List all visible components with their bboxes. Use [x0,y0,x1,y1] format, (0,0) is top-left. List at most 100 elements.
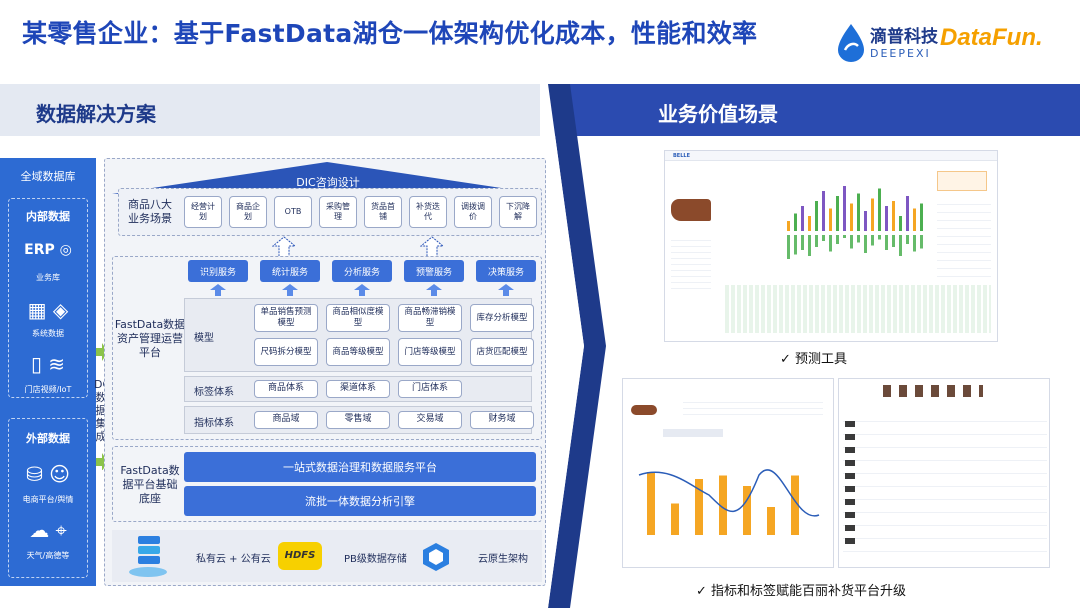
chart-bar [864,211,867,231]
deepexi-en: DEEPEXI [870,47,931,60]
up-arrow-icon [426,284,442,296]
scene-1-text: 预测工具 [795,352,848,367]
base-bar-1: 一站式数据治理和数据服务平台 [184,452,536,482]
chart-bar-neg [801,235,804,250]
tag-label: 标签体系 [194,387,234,398]
index-item: 零售域 [326,411,390,429]
chart-bar-neg [829,235,832,252]
replenish-table-screenshot [838,378,1050,568]
chart-bar [695,479,703,535]
deepexi-cn: 滴普科技 [870,27,938,47]
forecast-tool-screenshot: BELLE [664,150,998,342]
chart-bar [913,208,916,231]
service-button: 统计服务 [260,260,320,282]
chart-bar [794,213,797,231]
sidebar-item-weather: 天气/高德等 [26,551,70,560]
model-item: 单品销售预测模型 [254,304,318,332]
dic-item: 商品企划 [229,196,267,228]
infra-cloud: 私有云 + 公有云 [196,554,271,565]
deepexi-logo: 滴普科技 DEEPEXI [836,20,938,66]
chart-bar [920,203,923,231]
chart-bar [787,221,790,231]
chart-bar [857,193,860,231]
cloud-native-icon [423,543,449,571]
dic-item: 补货迭代 [409,196,447,228]
sidebar-item-biz-db: 业务库 [36,273,60,282]
dic-item: 采购管理 [319,196,357,228]
sidebar-item-iot: 门店视频/IoT [24,385,72,394]
chart-bar [885,206,888,231]
hdfs-icon: HDFS [278,542,322,570]
asset-label: FastData数据资产管理运营平台 [114,318,186,359]
chart-bar [815,201,818,231]
scene-1: ✓ 预测工具 [780,348,847,367]
ecommerce-icon: ⛁ ☺ [26,462,70,486]
chart-bar-neg [899,235,902,256]
chart-bar [892,201,895,231]
up-arrow-icon [354,284,370,296]
chevron-divider [540,84,606,608]
check-icon: ✓ [696,584,707,599]
chart-bar [836,196,839,231]
dic-title: DIC咨询设计 [296,176,360,189]
left-header: 数据解决方案 [0,84,560,136]
base-bar-2: 流批一体数据分析引擎 [184,486,536,516]
external-data-box [8,418,88,578]
service-button: 识别服务 [188,260,248,282]
chart-bar-neg [794,235,797,255]
index-item: 财务域 [470,411,534,429]
chart-bar [767,507,775,535]
datafun-logo: DataFun. [940,24,1043,51]
chart-bar-neg [843,235,846,238]
tag-item: 商品体系 [254,380,318,398]
up-arrow-icon [420,236,444,258]
chart-bar-neg [857,235,860,243]
index-item: 交易域 [398,411,462,429]
chart-bar [808,216,811,231]
chart-bar [791,475,799,535]
chart-bar [899,216,902,231]
up-arrow-icon [272,236,296,258]
sidebar [0,158,96,586]
index-item: 商品域 [254,411,318,429]
chart-bar-neg [836,235,839,244]
dic-item: 下沉降解 [499,196,537,228]
sidebar-item-system: 系统数据 [32,329,64,338]
replenish-chart-screenshot [622,378,834,568]
page-title: 某零售企业：基于FastData湖仓一体架构优化成本，性能和效率 [22,19,758,48]
chart-bar-neg [787,235,790,259]
sidebar-title: 全域数据库 [20,170,76,183]
chart-line [638,469,820,517]
model-label: 模型 [194,333,214,344]
model-item: 商品畅滞销模型 [398,304,462,332]
erp-crm-icon: ERP ◎ [24,242,72,258]
model-item: 门店等级模型 [398,338,462,366]
chart-bar-neg [850,235,853,249]
system-data-icon: ▦ ◈ [27,298,69,322]
chart-bar-neg [878,235,881,240]
chart-bar-neg [892,235,895,247]
model-item: 店货匹配模型 [470,338,534,366]
dic-label: 商品八大业务场景 [128,198,172,225]
chart-bar [871,198,874,231]
right-header-text: 业务价值场景 [658,102,778,126]
check-icon: ✓ [780,352,791,367]
drop-icon [838,24,864,62]
weather-map-icon: ☁ ⌖ [29,518,67,542]
chart-bar-neg [815,235,818,247]
chart-bar [743,486,751,535]
chart-bar-neg [906,235,909,244]
up-arrow-icon [210,284,226,296]
service-button: 分析服务 [332,260,392,282]
chart-bar-neg [864,235,867,253]
chart-bar [647,472,655,535]
up-arrow-icon [282,284,298,296]
scene-2: ✓ 指标和标签赋能百丽补货平台升级 [696,580,906,599]
up-arrow-icon [498,284,514,296]
model-item: 尺码拆分模型 [254,338,318,366]
dic-item: OTB [274,196,312,228]
left-header-text: 数据解决方案 [36,102,156,126]
chart-bar [878,188,881,231]
dic-item: 调拨调价 [454,196,492,228]
